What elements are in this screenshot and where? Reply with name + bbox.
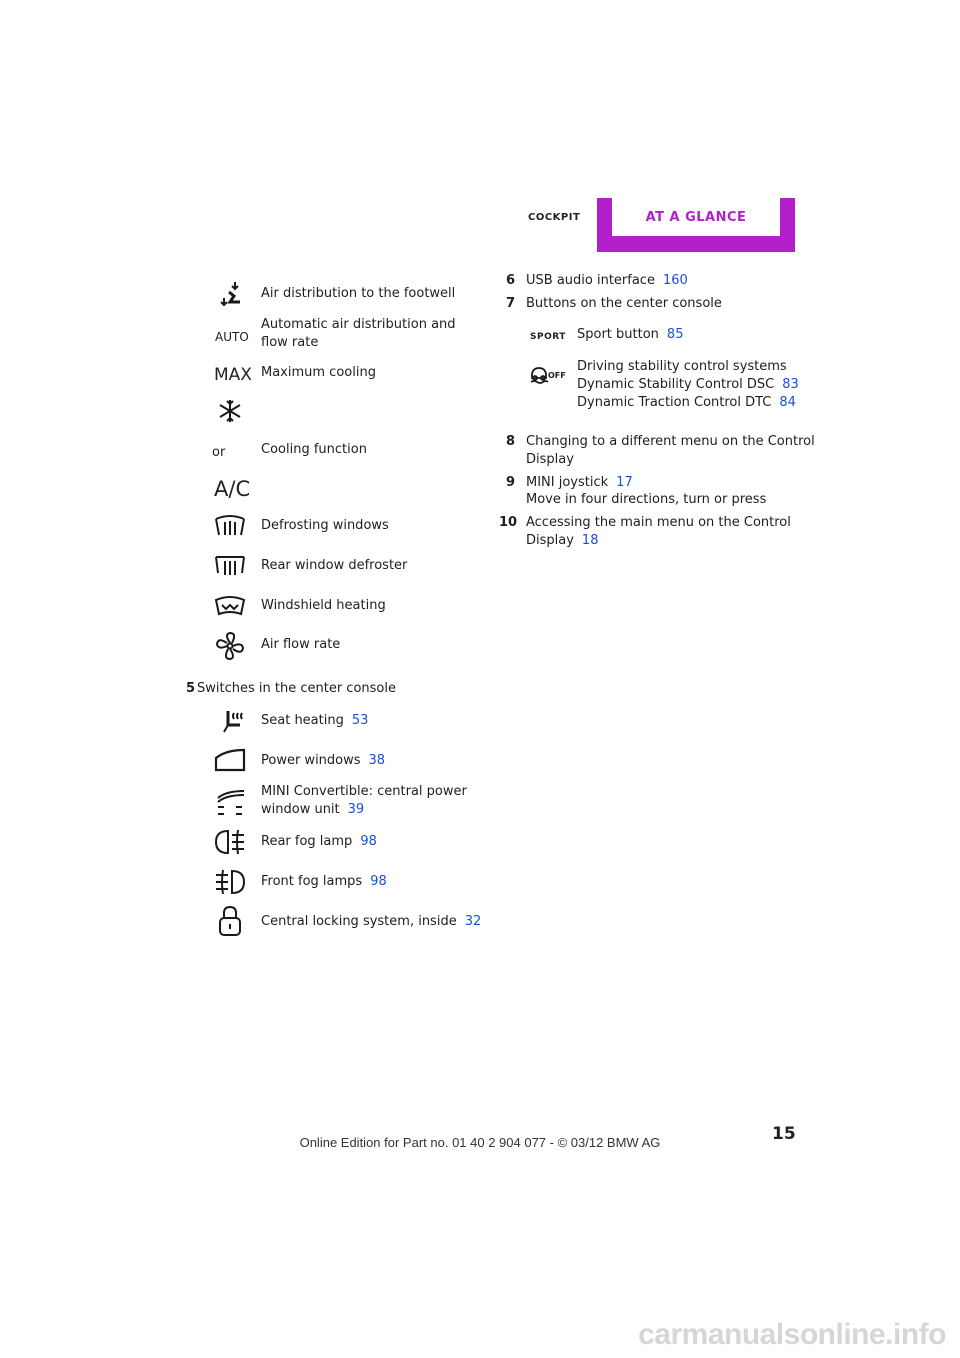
- fan-icon: [210, 628, 250, 664]
- footer-edition: Online Edition for Part no. 01 40 2 904 …: [299, 1135, 661, 1150]
- snowflake-icon: [210, 393, 250, 429]
- power-windows-row: Power windows 38: [261, 752, 385, 770]
- rear-fog-label: Rear fog lamp: [261, 834, 353, 849]
- rear-fog-lamp-icon: [210, 824, 250, 860]
- dtc-row: Dynamic Traction Control DTC 84: [577, 394, 796, 412]
- seat-heating-label: Seat heating: [261, 713, 344, 728]
- defrost-windshield-icon: [210, 508, 250, 544]
- item-9-line2: Move in four directions, turn or press: [526, 492, 767, 507]
- auto-icon: AUTO: [215, 330, 249, 344]
- page-number: 15: [772, 1124, 796, 1144]
- rear-defrost-icon: [210, 548, 250, 584]
- sport-page-link[interactable]: 85: [666, 327, 684, 342]
- joystick-label: MINI joystick: [526, 475, 609, 490]
- dsc-page-link[interactable]: 83: [782, 377, 799, 392]
- central-locking-label: Central locking system, inside: [261, 914, 457, 929]
- auto-label: Automatic air distribution and flow rate: [261, 317, 456, 350]
- central-window-page-link[interactable]: 39: [347, 802, 365, 817]
- rear-fog-page-link[interactable]: 98: [360, 834, 377, 849]
- item-8-number: 8: [506, 434, 516, 449]
- section-label: COCKPIT: [528, 212, 581, 223]
- cooling-label: Cooling function: [261, 442, 367, 457]
- central-locking-page-link[interactable]: 32: [464, 914, 482, 929]
- item-10-row: Display 18: [526, 532, 598, 550]
- footwell-air-icon: [212, 276, 252, 312]
- front-fog-page-link[interactable]: 98: [370, 874, 387, 889]
- windshield-heating-label: Windshield heating: [261, 598, 386, 613]
- central-window-unit-icon: [210, 785, 250, 821]
- sport-icon: SPORT: [530, 332, 566, 342]
- power-windows-label: Power windows: [261, 753, 361, 768]
- item-5-label: Switches in the center console: [197, 681, 396, 696]
- dsc-label: Dynamic Stability Control DSC: [577, 377, 775, 392]
- joystick-page-link[interactable]: 17: [616, 475, 633, 490]
- item-8-line2: Display: [526, 452, 574, 467]
- max-icon: MAX: [214, 365, 252, 385]
- item-9-number: 9: [506, 475, 516, 490]
- item-9-row: MINI joystick 17: [526, 474, 633, 492]
- ac-icon: A/C: [214, 477, 251, 501]
- chapter-tab-label: AT A GLANCE: [612, 198, 780, 236]
- usb-audio-page-link[interactable]: 160: [662, 273, 688, 288]
- seat-heating-icon: [210, 703, 250, 739]
- max-label: Maximum cooling: [261, 365, 376, 380]
- power-window-icon: [210, 743, 250, 779]
- front-fog-row: Front fog lamps 98: [261, 873, 387, 891]
- seat-heating-page-link[interactable]: 53: [351, 713, 369, 728]
- seat-heating-row: Seat heating 53: [261, 712, 368, 730]
- or-label: or: [212, 445, 226, 460]
- dsc-row: Dynamic Stability Control DSC 83: [577, 376, 799, 394]
- item-10-line2: Display: [526, 533, 574, 548]
- item-6-number: 6: [506, 273, 516, 288]
- sport-row: Sport button 85: [577, 326, 683, 344]
- dsc-off-text: OFF: [548, 371, 566, 380]
- sport-label: Sport button: [577, 327, 659, 342]
- item-7-number: 7: [506, 296, 516, 311]
- front-fog-label: Front fog lamps: [261, 874, 363, 889]
- dsc-line1: Driving stability control systems: [577, 359, 787, 374]
- usb-audio-label: USB audio interface: [526, 273, 655, 288]
- front-fog-lamp-icon: [210, 864, 250, 900]
- item-5-number: 5: [186, 681, 196, 696]
- dsc-off-icon: OFF: [528, 364, 568, 388]
- item-8-line1: Changing to a different menu on the Cont…: [526, 434, 815, 449]
- central-window-label-line1: MINI Convertible: central power: [261, 784, 467, 799]
- dtc-page-link[interactable]: 84: [779, 395, 796, 410]
- footwell-label: Air distribution to the footwell: [261, 286, 456, 301]
- main-menu-page-link[interactable]: 18: [581, 533, 599, 548]
- item-10-line1: Accessing the main menu on the Control: [526, 515, 791, 530]
- watermark: carmanualsonline.info: [638, 1318, 946, 1351]
- defrost-label: Defrosting windows: [261, 518, 389, 533]
- dtc-label: Dynamic Traction Control DTC: [577, 395, 772, 410]
- central-window-label-line2: window unit: [261, 802, 340, 817]
- item-6-row: USB audio interface 160: [526, 272, 688, 290]
- lock-icon: [210, 903, 250, 939]
- fan-label: Air flow rate: [261, 637, 341, 652]
- windshield-heating-icon: [210, 588, 250, 624]
- item-7-label: Buttons on the center console: [526, 296, 722, 311]
- central-window-row: window unit 39: [261, 801, 364, 819]
- power-windows-page-link[interactable]: 38: [368, 753, 386, 768]
- central-locking-row: Central locking system, inside 32: [261, 913, 481, 931]
- rear-defrost-label: Rear window defroster: [261, 558, 408, 573]
- item-10-number: 10: [499, 515, 518, 530]
- rear-fog-row: Rear fog lamp 98: [261, 833, 377, 851]
